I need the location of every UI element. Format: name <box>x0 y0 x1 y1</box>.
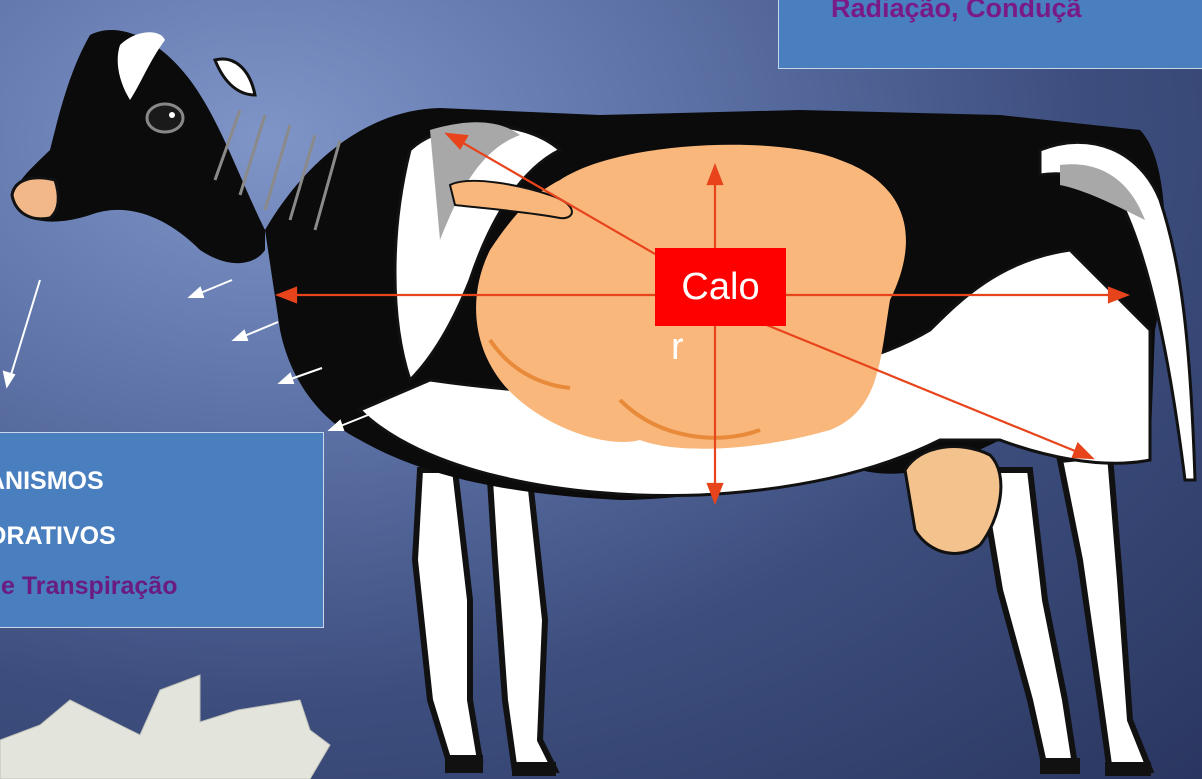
evaporative-line-3: e Transpiração <box>1 572 177 601</box>
heat-label-text: Calo <box>681 266 759 309</box>
evaporative-mechanisms-box: ANISMOS ORATIVOS e Transpiração <box>0 432 324 628</box>
legs <box>415 455 1151 776</box>
heat-exchange-box: Radiação, Conduçã <box>778 0 1202 69</box>
starburst-shape <box>0 675 330 779</box>
heat-exchange-text: Radiação, Conduçã <box>779 0 1202 24</box>
heat-label-overflow: r <box>671 326 684 369</box>
evaporative-line-1: ANISMOS <box>0 467 104 496</box>
evaporative-line-2: ORATIVOS <box>0 522 116 551</box>
heat-label-box: Calo <box>655 248 786 326</box>
udder <box>905 447 1001 554</box>
